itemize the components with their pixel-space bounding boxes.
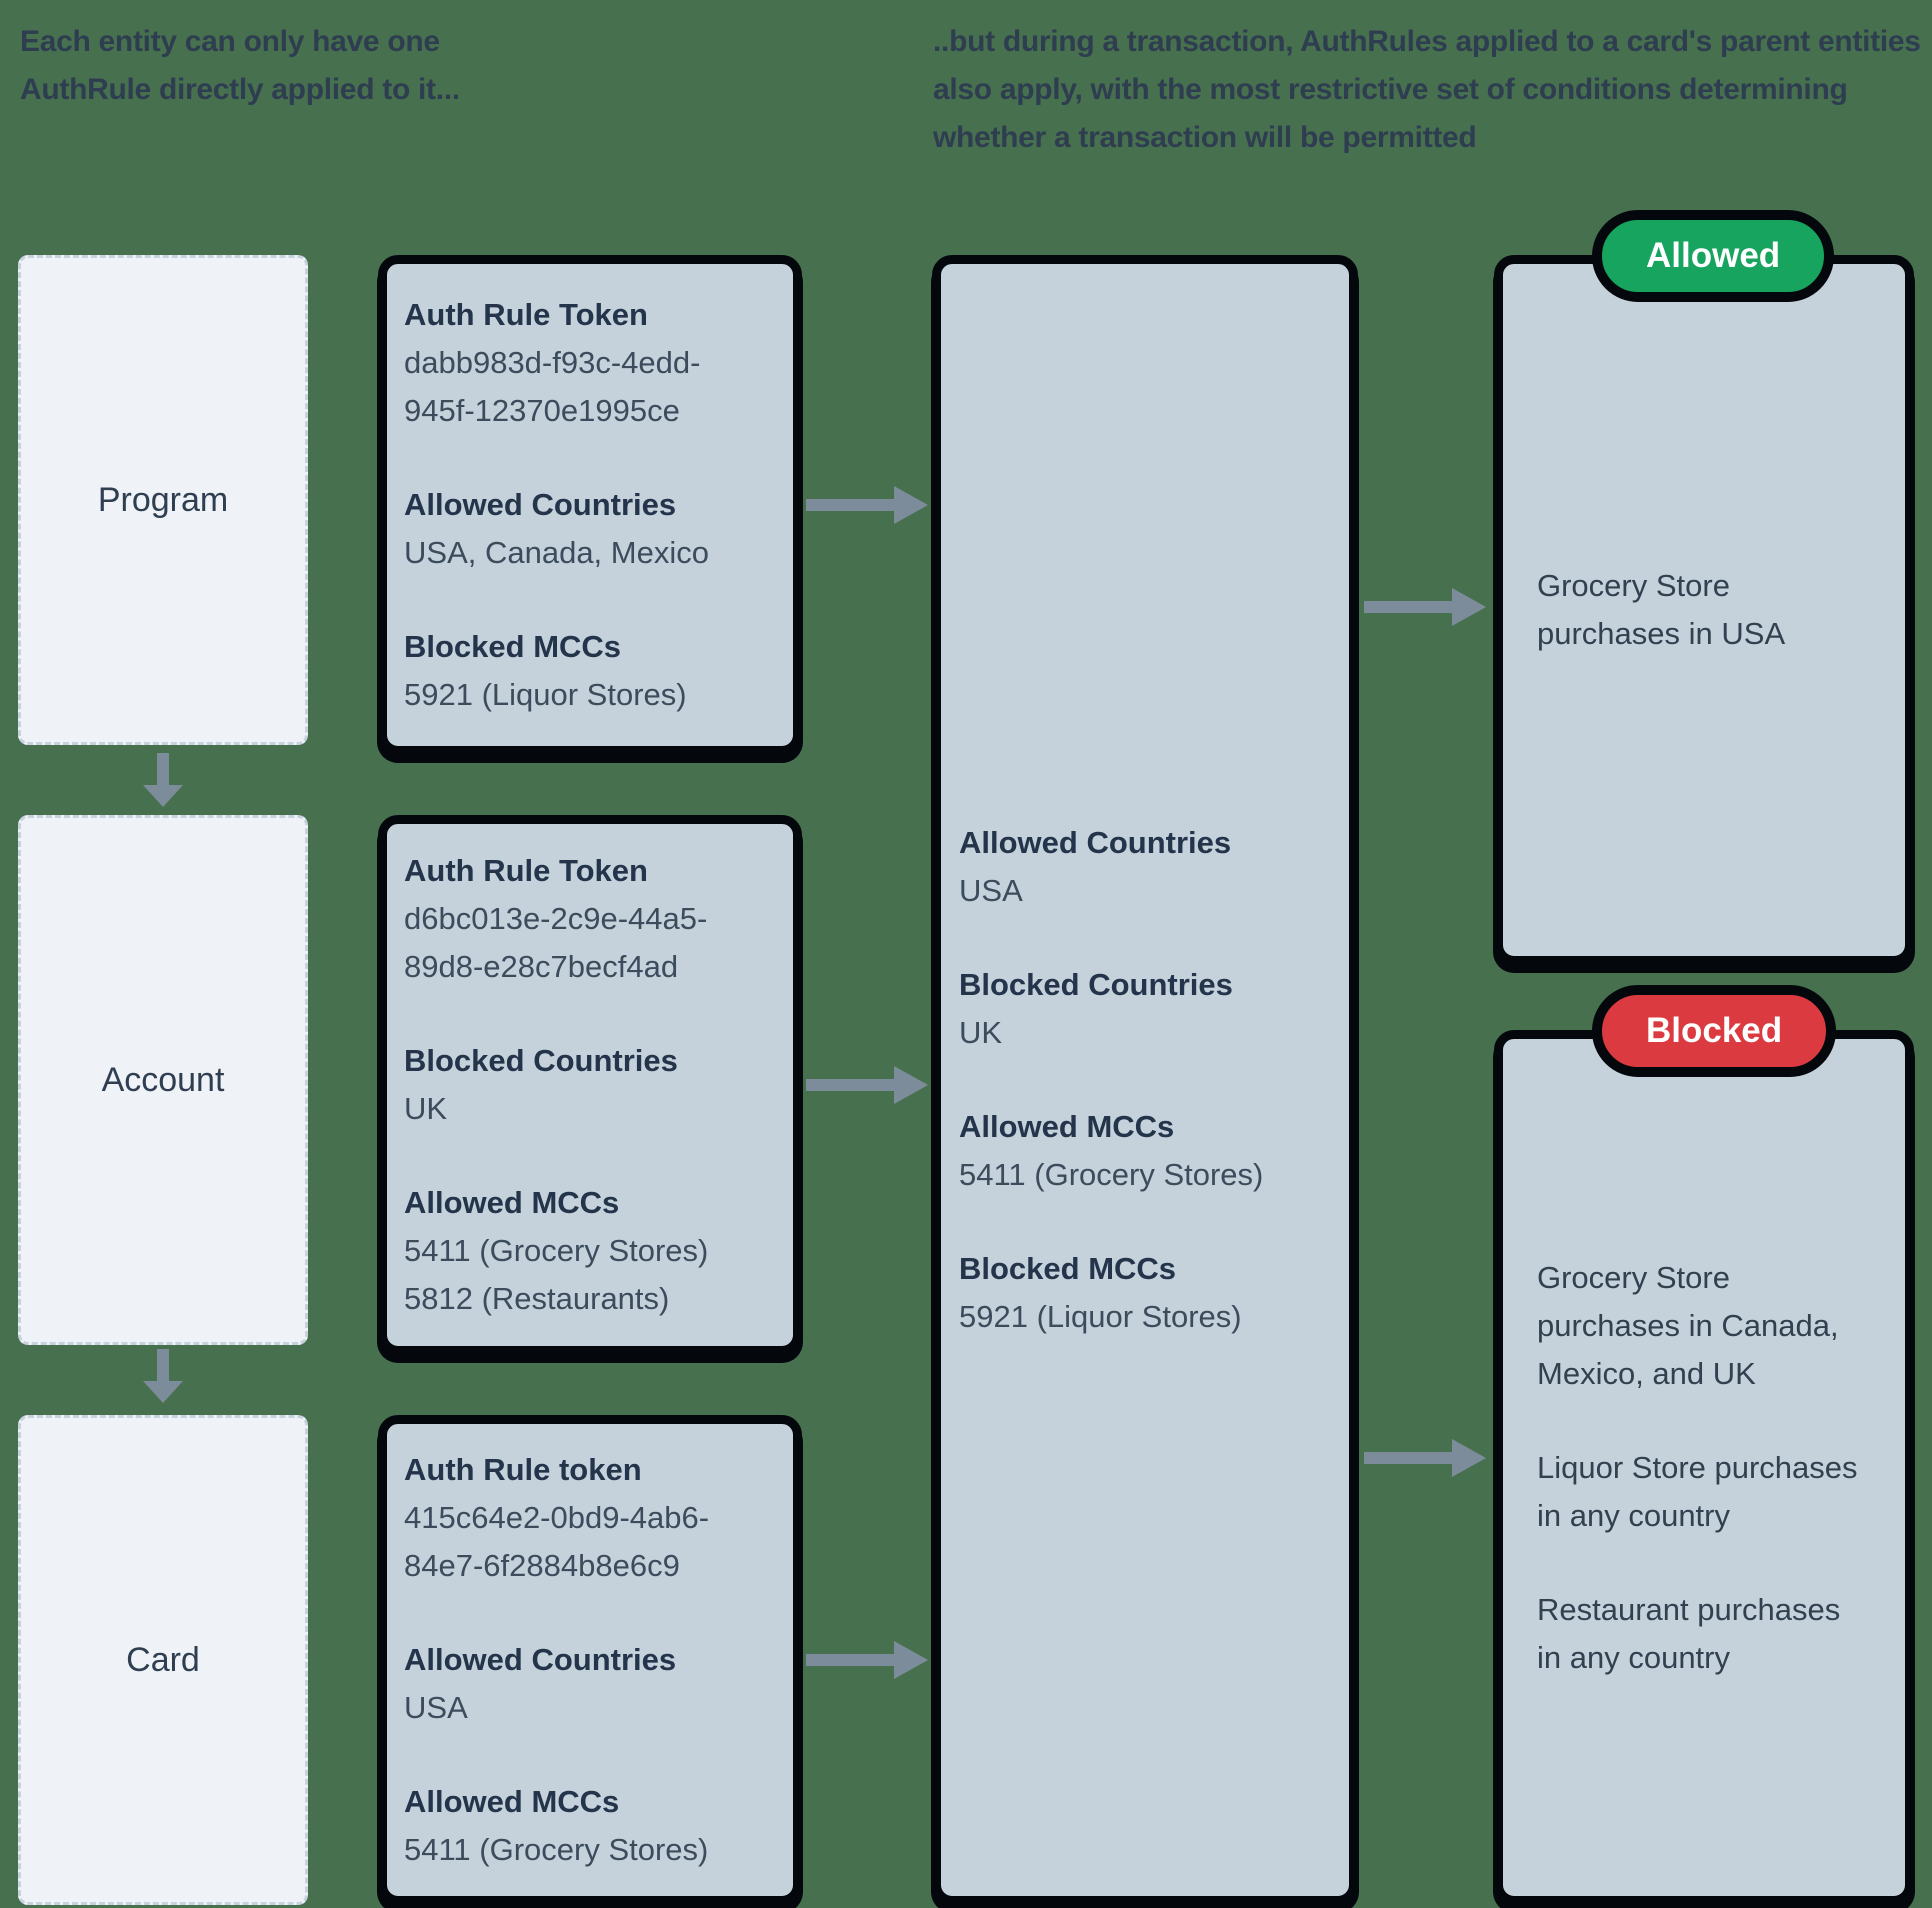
section-value: USA [959,873,1023,908]
arrow-stem [157,1349,169,1385]
outcome-item: Restaurant purchases in any country [1537,1591,1841,1675]
arrow-down-icon [143,1349,183,1403]
section-label: Allowed MCCs [404,1185,620,1220]
arrow-stem [806,1654,898,1666]
auth-rule-section: Allowed MCCs 5411 (Grocery Stores) 5812 … [404,1179,753,1323]
arrow-head [143,785,183,807]
auth-rule-section: Allowed MCCs 5411 (Grocery Stores) [404,1778,753,1874]
section-label: Blocked Countries [959,967,1233,1002]
section-label: Allowed MCCs [404,1784,620,1819]
section-label: Allowed Countries [404,487,677,522]
combined-section: Allowed MCCs 5411 (Grocery Stores) [959,1103,1309,1199]
auth-rule-section: Auth Rule Token d6bc013e-2c9e-44a5-89d8-… [404,847,753,991]
entity-label-card: Card [126,1640,200,1679]
auth-rule-section: Auth Rule token 415c64e2-0bd9-4ab6-84e7-… [404,1446,753,1590]
entity-label-account: Account [101,1060,225,1099]
entity-box-account: Account [18,815,308,1345]
entity-box-program: Program [18,255,308,745]
section-value: d6bc013e-2c9e-44a5-89d8-e28c7becf4ad [404,901,708,984]
auth-rule-card-program: Auth Rule Token dabb983d-f93c-4edd-945f-… [378,255,802,755]
arrow-right-icon [806,1641,928,1679]
blocked-badge: Blocked [1592,985,1837,1077]
combined-section: Blocked MCCs 5921 (Liquor Stores) [959,1245,1309,1341]
outcome-item: Liquor Store purchases in any country [1537,1449,1858,1533]
entity-box-card: Card [18,1415,308,1905]
outcome-item: Grocery Store purchases in Canada, Mexic… [1537,1259,1839,1391]
section-value: UK [404,1091,448,1126]
arrow-right-icon [1364,588,1486,626]
section-value: 5411 (Grocery Stores) [959,1157,1264,1192]
auth-rule-section: Allowed Countries USA, Canada, Mexico [404,481,753,577]
section-label: Blocked MCCs [959,1251,1177,1286]
section-label: Blocked MCCs [404,629,622,664]
section-value: 5411 (Grocery Stores) [404,1832,709,1867]
arrow-stem [157,753,169,789]
arrow-right-icon [1364,1439,1486,1477]
arrow-stem [806,499,898,511]
arrow-head [894,1066,928,1104]
section-value: dabb983d-f93c-4edd-945f-12370e1995ce [404,345,701,428]
section-value: UK [959,1015,1003,1050]
auth-rule-section: Blocked Countries UK [404,1037,753,1133]
section-label: Auth Rule Token [404,853,648,888]
auth-rule-section: Auth Rule Token dabb983d-f93c-4edd-945f-… [404,291,753,435]
caption-left: Each entity can only have one AuthRule d… [20,25,460,106]
arrow-stem [806,1079,898,1091]
arrow-head [894,486,928,524]
entity-label-program: Program [97,480,229,519]
section-label: Auth Rule Token [404,297,648,332]
outcome-panel-allowed: Grocery Store purchases in USA [1494,255,1914,965]
allowed-badge: Allowed [1592,210,1835,302]
arrow-stem [1364,1452,1456,1464]
auth-rule-section: Allowed Countries USA [404,1636,753,1732]
arrow-head [894,1641,928,1679]
arrow-head [1452,1439,1486,1477]
outcome-panel-blocked: Grocery Store purchases in Canada, Mexic… [1494,1030,1914,1905]
section-value: 415c64e2-0bd9-4ab6-84e7-6f2884b8e6c9 [404,1500,710,1583]
section-label: Allowed Countries [404,1642,677,1677]
arrow-right-icon [806,486,928,524]
section-value: 5921 (Liquor Stores) [404,677,687,712]
combined-rules-panel: Allowed Countries USA Blocked Countries … [932,255,1358,1905]
section-value: USA [404,1690,468,1725]
arrow-stem [1364,601,1456,613]
arrow-head [1452,588,1486,626]
outcome-item: Grocery Store purchases in USA [1537,568,1786,651]
section-value: 5921 (Liquor Stores) [959,1299,1242,1334]
combined-section: Allowed Countries USA [959,819,1309,915]
section-value: USA, Canada, Mexico [404,535,709,570]
section-label: Blocked Countries [404,1043,678,1078]
arrow-head [143,1381,183,1403]
section-label: Auth Rule token [404,1452,642,1487]
arrow-right-icon [806,1066,928,1104]
auth-rule-card-card: Auth Rule token 415c64e2-0bd9-4ab6-84e7-… [378,1415,802,1905]
section-value: 5411 (Grocery Stores) 5812 (Restaurants) [404,1233,709,1316]
arrow-down-icon [143,753,183,807]
section-label: Allowed MCCs [959,1109,1175,1144]
auth-rule-card-account: Auth Rule Token d6bc013e-2c9e-44a5-89d8-… [378,815,802,1355]
section-label: Allowed Countries [959,825,1232,860]
caption-right: ..but during a transaction, AuthRules ap… [933,25,1921,154]
combined-section: Blocked Countries UK [959,961,1309,1057]
auth-rule-section: Blocked MCCs 5921 (Liquor Stores) [404,623,753,719]
